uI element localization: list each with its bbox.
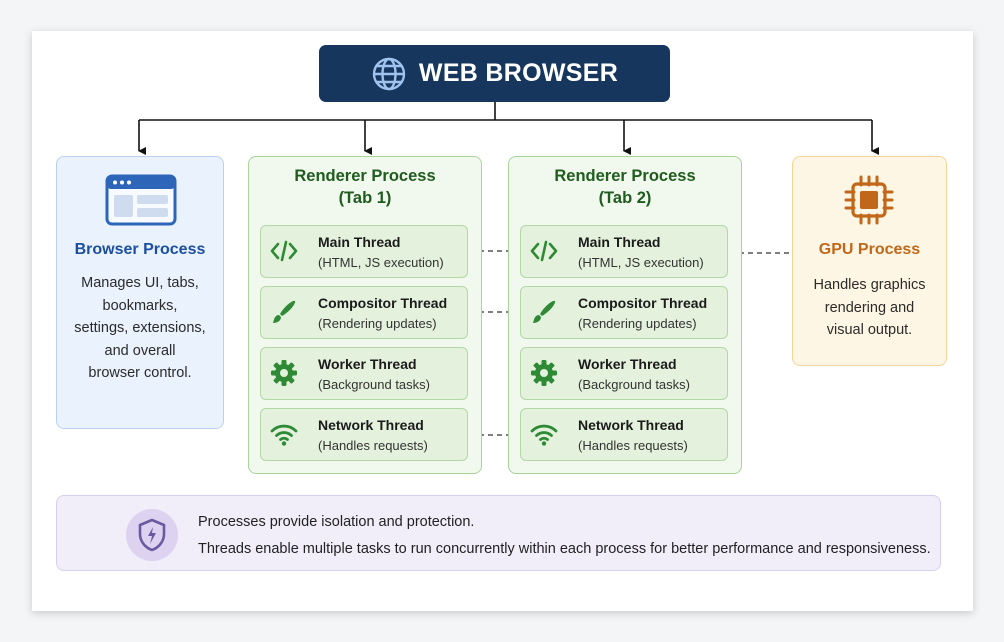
thread-desc: (Background tasks) xyxy=(318,377,430,392)
gpu-process-description: Handles graphics rendering and visual ou… xyxy=(799,274,940,342)
gear-icon xyxy=(269,358,299,388)
description-line: browser control. xyxy=(88,365,192,381)
thread-desc: (Rendering updates) xyxy=(318,316,437,331)
title-box: WEB BROWSER xyxy=(319,45,670,102)
thread-name: Network Thread xyxy=(318,417,424,433)
title-text: WEB BROWSER xyxy=(418,59,619,87)
brush-icon xyxy=(269,297,299,327)
wifi-icon xyxy=(269,419,299,449)
description-line: bookmarks, xyxy=(102,297,178,314)
compositor-thread: Compositor Thread (Rendering updates) xyxy=(260,286,468,339)
thread-name: Compositor Thread xyxy=(318,295,448,311)
description-line: Handles graphics xyxy=(813,277,926,293)
globe-icon xyxy=(372,57,406,90)
thread-desc: (HTML, JS execution) xyxy=(318,255,444,270)
wifi-icon xyxy=(529,419,559,449)
brush-icon xyxy=(529,297,559,327)
renderer-title-line2: (Tab 1) xyxy=(338,189,392,207)
worker-thread: Worker Thread (Background tasks) xyxy=(520,347,728,400)
note-box: Processes provide isolation and protecti… xyxy=(56,495,941,571)
description-line: settings, extensions, xyxy=(74,320,206,336)
thread-name: Compositor Thread xyxy=(578,295,708,311)
browser-window-icon xyxy=(105,174,177,226)
thread-name: Main Thread xyxy=(318,234,401,250)
gpu-process-box: GPU Process Handles graphics rendering a… xyxy=(792,156,947,366)
note-line-2: Threads enable multiple tasks to run con… xyxy=(198,541,931,557)
shield-icon xyxy=(126,509,178,561)
thread-name: Worker Thread xyxy=(578,356,677,372)
main-thread: Main Thread (HTML, JS execution) xyxy=(260,225,468,278)
worker-thread: Worker Thread (Background tasks) xyxy=(260,347,468,400)
browser-process-box: Browser Process Manages UI, tabs, bookma… xyxy=(56,156,224,429)
description-line: and overall xyxy=(104,342,176,359)
thread-desc: (Background tasks) xyxy=(578,377,690,392)
renderer-title-line1: Renderer Process xyxy=(554,167,696,185)
network-thread: Network Thread (Handles requests) xyxy=(520,408,728,461)
note-line-1: Processes provide isolation and protecti… xyxy=(198,514,475,530)
renderer-process-tab2: Renderer Process (Tab 2) Main Thread (HT… xyxy=(508,156,742,474)
renderer-title-line1: Renderer Process xyxy=(294,167,436,185)
code-icon xyxy=(529,236,559,266)
thread-name: Worker Thread xyxy=(318,356,417,372)
description-line: Manages UI, tabs, xyxy=(81,275,199,291)
thread-name: Main Thread xyxy=(578,234,661,250)
renderer-title-line2: (Tab 2) xyxy=(598,189,652,207)
gear-icon xyxy=(529,358,559,388)
browser-process-description: Manages UI, tabs, bookmarks, settings, e… xyxy=(63,272,217,385)
thread-name: Network Thread xyxy=(578,417,684,433)
browser-process-title: Browser Process xyxy=(74,241,206,258)
main-thread: Main Thread (HTML, JS execution) xyxy=(520,225,728,278)
renderer-process-tab1: Renderer Process (Tab 1) Main Thread (HT… xyxy=(248,156,482,474)
thread-desc: (Handles requests) xyxy=(318,438,428,453)
thread-desc: (Rendering updates) xyxy=(578,316,697,331)
code-icon xyxy=(269,236,299,266)
compositor-thread: Compositor Thread (Rendering updates) xyxy=(520,286,728,339)
renderer-title: Renderer Process (Tab 1) xyxy=(249,165,481,209)
description-line: rendering and xyxy=(824,299,915,316)
description-line: visual output. xyxy=(826,322,913,338)
thread-desc: (Handles requests) xyxy=(578,438,688,453)
network-thread: Network Thread (Handles requests) xyxy=(260,408,468,461)
diagram-card: WEB BROWSER Browser Process Manages UI, … xyxy=(32,31,973,611)
thread-desc: (HTML, JS execution) xyxy=(578,255,704,270)
gpu-process-title: GPU Process xyxy=(818,241,921,258)
chip-icon xyxy=(844,175,894,225)
renderer-title: Renderer Process (Tab 2) xyxy=(509,165,741,209)
